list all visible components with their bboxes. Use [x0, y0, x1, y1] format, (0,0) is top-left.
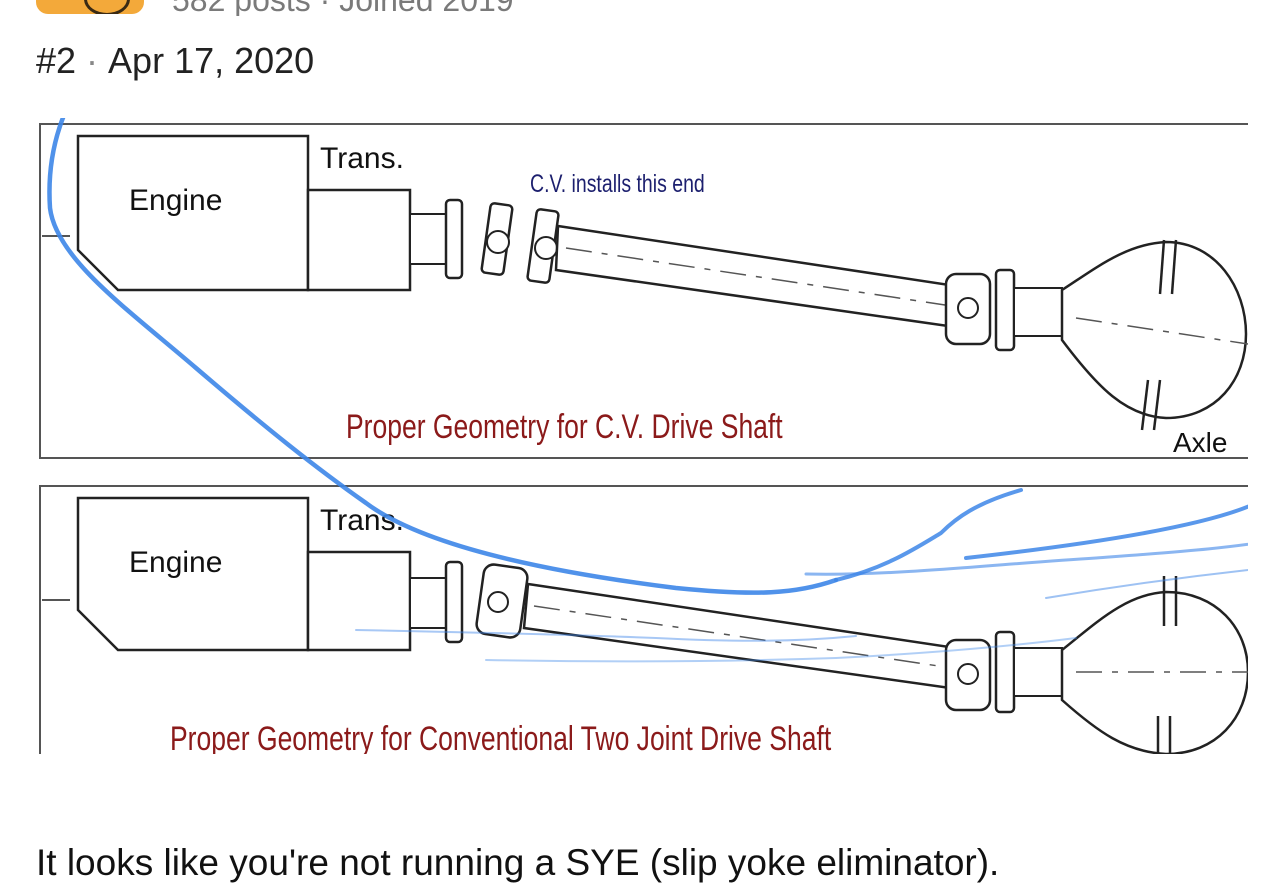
axle-housing [1060, 590, 1248, 754]
engine-label-bottom: Engine [129, 546, 222, 579]
post-date[interactable]: Apr 17, 2020 [108, 40, 315, 81]
top-panel: Engine Trans. C.V. installs this end Pro… [39, 123, 1248, 459]
axle-label: Axle [1173, 427, 1227, 458]
transmission-block [306, 188, 412, 292]
caption-top: Proper Geometry for C.V. Drive Shaft [346, 408, 783, 446]
axle-housing [1060, 240, 1248, 420]
driveshaft-geometry-diagram[interactable]: Engine Trans. C.V. installs this end Pro… [36, 118, 1248, 754]
post-meta: #2·Apr 17, 2020 [36, 40, 314, 82]
avatar[interactable] [36, 0, 144, 14]
hand-drawn-annotation [47, 118, 1248, 663]
engine-label-top: Engine [129, 184, 222, 217]
cv-note: C.V. installs this end [530, 170, 705, 198]
engine-block [76, 496, 310, 652]
trans-label-top: Trans. [320, 142, 404, 175]
author-meta: 582 posts · Joined 2019 [172, 0, 514, 16]
engine-block [76, 134, 310, 292]
bottom-panel: Engine Trans. Proper Geometry for Conven… [39, 485, 1248, 754]
caption-bottom: Proper Geometry for Conventional Two Joi… [170, 720, 832, 754]
post-body-text: It looks like you're not running a SYE (… [36, 842, 1000, 883]
transmission-block [306, 550, 412, 652]
post-number-link[interactable]: #2 [36, 40, 77, 81]
author-header: 582 posts · Joined 2019 [0, 0, 1284, 16]
meta-separator: · [86, 40, 99, 81]
